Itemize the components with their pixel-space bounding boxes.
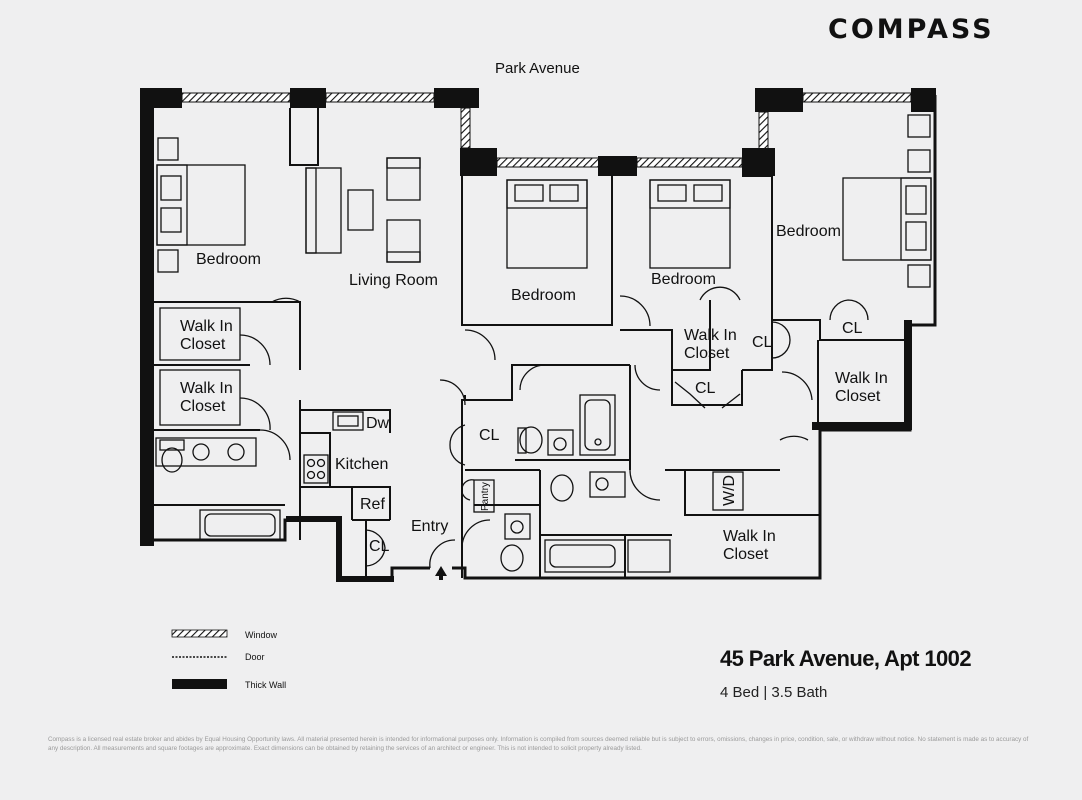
label-walkin-5a: Walk In xyxy=(723,528,776,545)
label-cl-mid: CL xyxy=(752,334,773,351)
listing-beds-baths: 4 Bed | 3.5 Bath xyxy=(720,684,828,701)
doors xyxy=(239,286,869,569)
legend-door-label: Door xyxy=(245,652,265,662)
label-wd: W/D xyxy=(721,475,738,506)
label-cl-hall: CL xyxy=(479,427,500,444)
label-bedroom-mid1: Bedroom xyxy=(511,287,576,304)
label-walkin-1b: Closet xyxy=(180,336,226,353)
thick-walls xyxy=(140,88,936,582)
legal-disclaimer: Compass is a licensed real estate broker… xyxy=(48,736,1029,752)
label-living-room: Living Room xyxy=(349,272,438,289)
fixtures xyxy=(155,114,932,573)
street-name: Park Avenue xyxy=(495,60,580,77)
label-cl-mid2: CL xyxy=(695,380,716,397)
label-walkin-2b: Closet xyxy=(180,398,226,415)
label-walkin-3a: Walk In xyxy=(684,327,737,344)
label-dw: Dw xyxy=(366,415,390,432)
label-bedroom-mid2: Bedroom xyxy=(651,271,716,288)
compass-logo: COMPASS xyxy=(828,14,995,45)
label-walkin-2a: Walk In xyxy=(180,380,233,397)
label-kitchen: Kitchen xyxy=(335,456,388,473)
label-ref: Ref xyxy=(360,496,385,513)
legend-window-swatch xyxy=(171,629,228,638)
label-cl-entry: CL xyxy=(369,538,390,555)
label-walkin-5b: Closet xyxy=(723,546,769,563)
label-walkin-1a: Walk In xyxy=(180,318,233,335)
legend: Window Door Thick Wall xyxy=(171,629,286,690)
interior-walls xyxy=(152,108,904,578)
label-cl-right: CL xyxy=(842,320,863,337)
label-pantry: Pantry xyxy=(480,482,491,511)
label-walkin-3b: Closet xyxy=(684,345,730,362)
legend-thick-wall-swatch xyxy=(172,679,227,689)
label-entry: Entry xyxy=(411,518,448,535)
label-bedroom-left: Bedroom xyxy=(196,251,261,268)
room-labels: Bedroom Living Room Bedroom Bedroom Bedr… xyxy=(180,223,888,563)
legend-window-label: Window xyxy=(245,630,278,640)
label-walkin-4b: Closet xyxy=(835,388,881,405)
legend-thick-wall-label: Thick Wall xyxy=(245,680,286,690)
label-walkin-4a: Walk In xyxy=(835,370,888,387)
entry-arrow-icon xyxy=(435,566,447,580)
label-bedroom-right: Bedroom xyxy=(776,223,841,240)
listing-address: 45 Park Avenue, Apt 1002 xyxy=(720,646,972,671)
